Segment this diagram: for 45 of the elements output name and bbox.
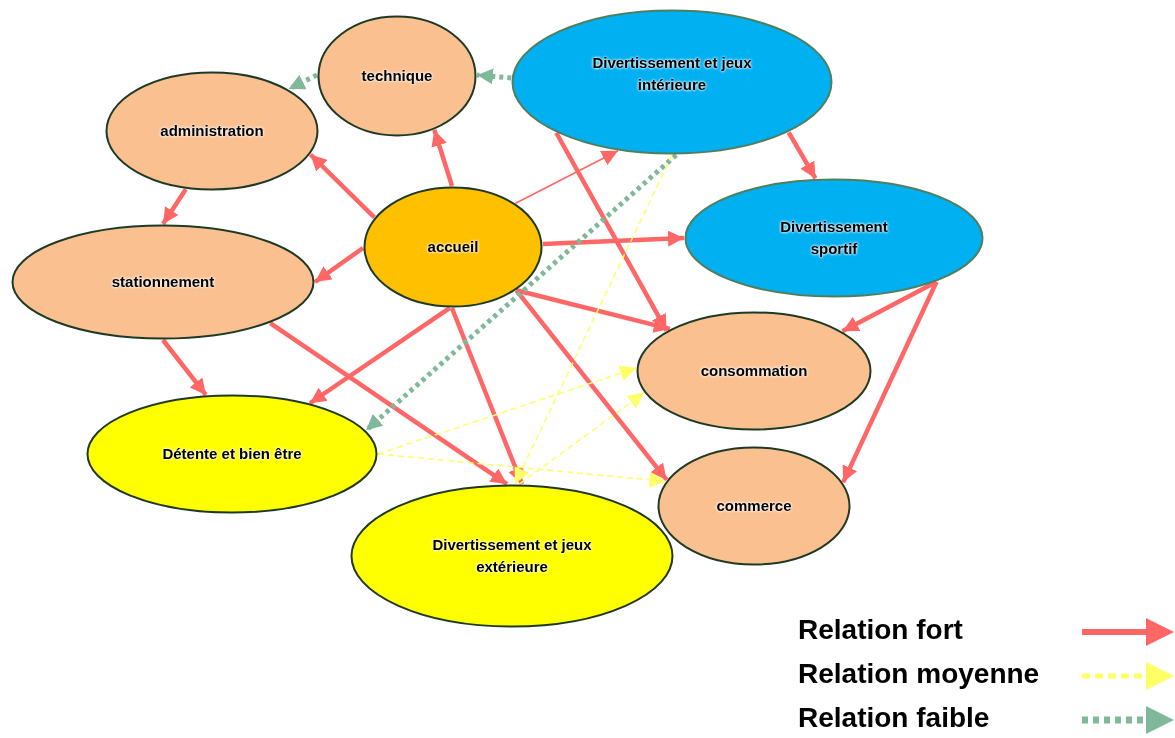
arrow (431, 129, 455, 187)
arrow (476, 68, 512, 85)
node-label: Divertissement sportif (779, 217, 889, 259)
legend-label: Relation faible (798, 702, 990, 734)
ellipse-node (350, 484, 674, 628)
node-label: Détente et bien être (162, 444, 302, 465)
node-label: administration (160, 121, 264, 142)
ellipse-node (684, 178, 984, 298)
arrow (287, 72, 319, 92)
arrow (514, 288, 669, 482)
node-label: Divertissement et jeux intérieure (591, 53, 753, 95)
arrow (364, 153, 678, 433)
ellipse-node (105, 71, 319, 191)
arrow (308, 306, 452, 406)
arrow (514, 154, 673, 485)
arrow (308, 152, 376, 219)
arrow (515, 288, 671, 333)
node-label: accueil (427, 237, 479, 258)
node-label: consommation (700, 361, 808, 382)
arrow (269, 321, 509, 486)
node-label: technique (361, 66, 433, 87)
arrow (449, 307, 525, 485)
arrow (518, 392, 645, 485)
legend-label: Relation moyenne (798, 658, 1040, 690)
ellipse-node (86, 394, 378, 514)
ellipse-node (363, 186, 543, 308)
node-label: Divertissement et jeux extérieure (431, 535, 593, 577)
node-label: commerce (716, 496, 792, 517)
ellipse-node (317, 15, 477, 137)
arrow (554, 131, 669, 332)
ellipse-node (657, 446, 851, 566)
arrow (377, 453, 667, 488)
ellipse-node (511, 9, 833, 155)
arrow (313, 246, 365, 284)
arrow (841, 280, 939, 484)
arrow (161, 187, 188, 226)
ellipse-node (11, 224, 315, 340)
arrow (542, 230, 685, 247)
ellipse-node (636, 311, 872, 431)
arrow (161, 338, 208, 397)
arrow (786, 131, 818, 180)
legend-label: Relation fort (798, 614, 963, 646)
node-label: stationnement (111, 272, 215, 293)
arrow (514, 150, 619, 204)
arrow (377, 365, 637, 455)
